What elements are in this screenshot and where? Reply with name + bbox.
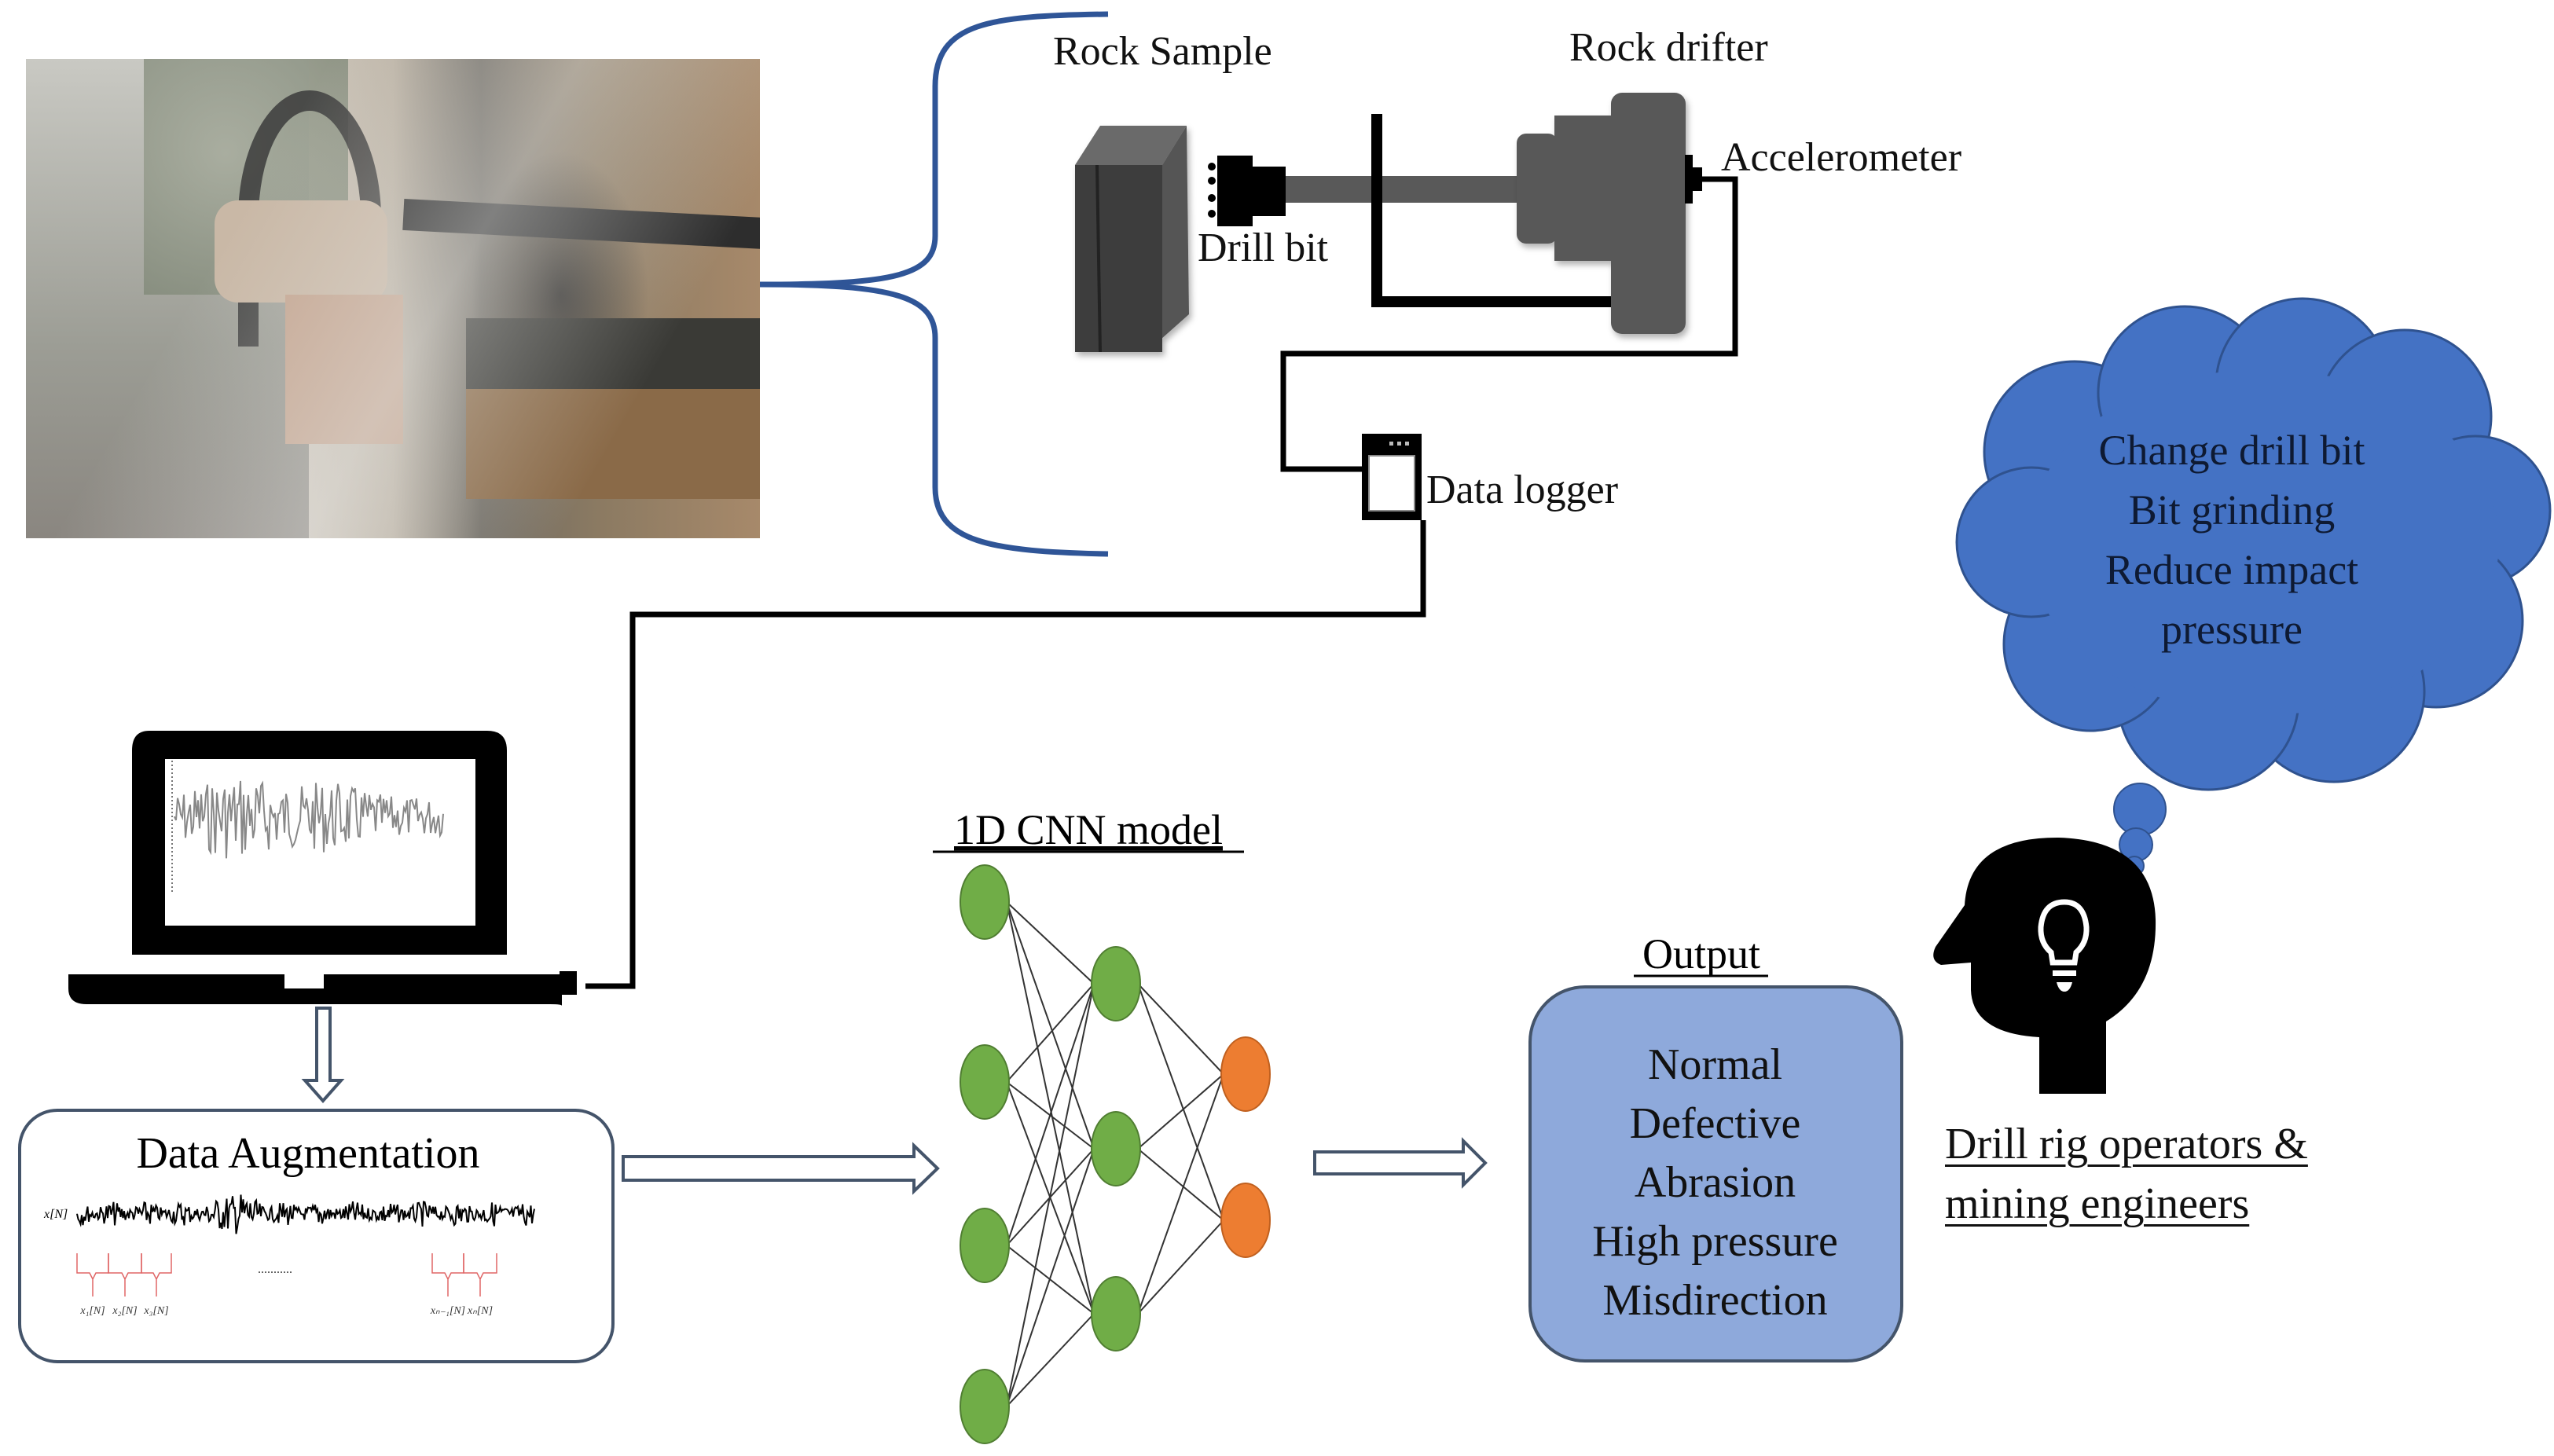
hidden-node [1091, 1276, 1141, 1351]
output-title: Output [1642, 930, 1760, 977]
augmentation-signal-waveform [76, 1194, 535, 1234]
output-node [1220, 1036, 1271, 1112]
segment-label: x₃[N] [143, 1305, 168, 1317]
segment-labels: x₁[N] x₂[N] x₃[N] xₙ₋₁[N]xₙ[N] [79, 1305, 493, 1317]
audience-line: mining engineers [1945, 1179, 2250, 1228]
rock-drifter-icon [1517, 93, 1686, 334]
head-lightbulb-icon [1933, 837, 2156, 1094]
segment-label: x₁[N] [79, 1305, 105, 1317]
network-nodes [960, 864, 1271, 1444]
network-connection [1137, 1073, 1224, 1315]
segment-bracket [141, 1253, 172, 1296]
input-node [960, 864, 1010, 940]
drill-bit-label: Drill bit [1198, 226, 1329, 270]
network-connection [1006, 983, 1095, 1407]
segment-ellipsis: ........... [258, 1263, 292, 1276]
photo-rusty-beam [466, 389, 760, 499]
network-connections [1006, 901, 1224, 1407]
rock-sample-icon [1075, 126, 1189, 353]
output-classes: Normal Defective Abrasion High pressure … [1528, 1036, 1902, 1330]
input-node [960, 1044, 1010, 1120]
down-arrow [301, 1007, 345, 1104]
thought-line: Bit grinding [2128, 486, 2336, 534]
output-class: Misdirection [1602, 1276, 1828, 1325]
network-connection [1006, 983, 1095, 1083]
thought-text: Change drill bit Bit grinding Reduce imp… [2012, 420, 2452, 659]
network-connection [1137, 1073, 1224, 1150]
output-class: Normal [1647, 1040, 1783, 1089]
arrow-to-model [622, 1142, 940, 1195]
network-connection [1137, 983, 1224, 1221]
rock-sample-label: Rock Sample [1053, 29, 1272, 74]
network-connection [1006, 1148, 1095, 1407]
segment-brackets [76, 1253, 497, 1296]
network-connection [1137, 983, 1224, 1075]
data-augmentation-box [18, 1109, 615, 1363]
laptop-icon [68, 731, 577, 1006]
network-connection [1137, 1219, 1224, 1315]
input-node [960, 1369, 1010, 1444]
segment-label: x₂[N] [112, 1305, 137, 1317]
network-connection [1006, 901, 1095, 1150]
segment-bracket [463, 1253, 497, 1296]
thought-line: Reduce impact [2104, 546, 2359, 593]
output-class: Abrasion [1634, 1158, 1796, 1207]
data-logger-label: Data logger [1426, 468, 1619, 512]
hidden-node [1091, 1111, 1141, 1186]
audience-caption: Drill rig operators & mining engineers [1945, 1114, 2308, 1234]
output-class: Defective [1629, 1099, 1801, 1148]
drill-bit-icon [1208, 156, 1521, 226]
network-connection [1137, 1148, 1224, 1221]
network-connection [1006, 901, 1095, 1315]
rock-drifter-label: Rock drifter [1569, 25, 1768, 70]
thought-line: pressure [2161, 606, 2303, 653]
photo-feed-beam [466, 318, 760, 389]
segment-label: xₙ[N] [467, 1305, 493, 1317]
photo-dust-haze [26, 59, 760, 538]
accelerometer-cable [1280, 176, 1738, 472]
feed-bracket [1371, 114, 1619, 307]
logger-to-laptop-cable [585, 520, 1426, 989]
data-augmentation-title: Data Augmentation [136, 1129, 479, 1178]
audience-line: Drill rig operators & [1945, 1120, 2308, 1168]
signal-label: x[N] [43, 1208, 68, 1221]
input-node [960, 1208, 1010, 1283]
output-class: High pressure [1592, 1217, 1838, 1266]
drill-rig-photo [26, 59, 760, 538]
network-connection [1006, 1313, 1095, 1407]
segment-label: xₙ₋₁[N] [430, 1305, 465, 1317]
accelerometer-icon [1685, 155, 1702, 204]
output-node [1220, 1183, 1271, 1258]
data-logger-icon [1362, 434, 1422, 520]
network-connection [1006, 901, 1095, 985]
arrow-to-output [1313, 1137, 1488, 1189]
laptop-signal-waveform [174, 780, 444, 859]
output-box [1528, 985, 1903, 1362]
curly-brace [759, 11, 1109, 557]
photo-bracket [285, 295, 403, 444]
accelerometer-label: Accelerometer [1721, 135, 1962, 180]
cnn-model-title: 1D CNN model [954, 806, 1223, 853]
photo-drifter [215, 200, 387, 303]
hidden-node [1091, 946, 1141, 1021]
thought-line: Change drill bit [2098, 427, 2365, 474]
network-connection [1006, 983, 1095, 1246]
thought-cloud [1955, 297, 2552, 791]
